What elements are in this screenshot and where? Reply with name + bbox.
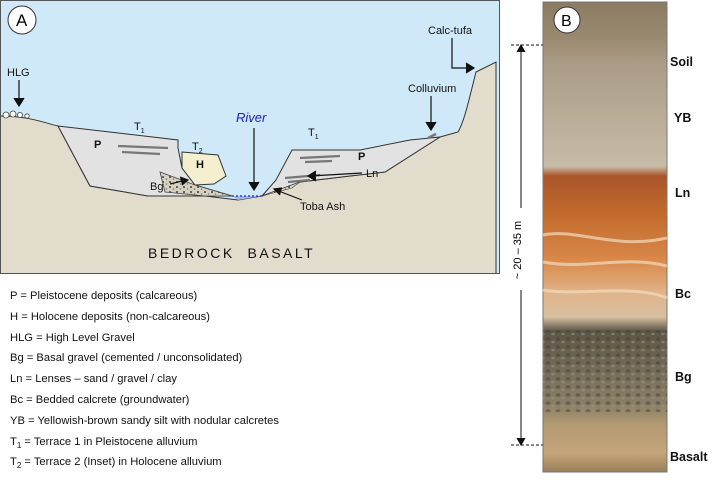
legend-item: T1 = Terrace 1 in Pleistocene alluvium <box>10 435 198 450</box>
layer-label-bc: Bc <box>675 287 691 301</box>
river-channel <box>232 196 262 200</box>
valley-cross-section: HLG Calc-tufa Colluvium River T1 T2 T1 P… <box>0 0 500 274</box>
legend-item: T2 = Terrace 2 (Inset) in Holocene alluv… <box>10 456 222 471</box>
panel-b-badge-letter: B <box>561 13 572 30</box>
toba-ash-label: Toba Ash <box>300 201 345 213</box>
layer-label-bg: Bg <box>675 370 692 384</box>
lenses-label: Ln <box>366 168 378 180</box>
legend-item: H = Holocene deposits (non-calcareous) <box>10 310 210 323</box>
holocene-deposit <box>181 151 227 186</box>
basal-gravel-label: Bg <box>150 181 163 193</box>
hlg-label: HLG <box>7 67 30 79</box>
colluvium-deposit <box>427 132 437 140</box>
calcrete-bands <box>542 232 668 300</box>
colluvium-label: Colluvium <box>408 83 456 95</box>
basal-gravel <box>159 171 233 197</box>
pleistocene-deposit-right <box>261 136 441 197</box>
thickness-label: ~ 20 – 35 m <box>512 221 524 279</box>
pleistocene-right-label: P <box>358 151 365 163</box>
lenses-left <box>117 144 169 156</box>
thickness-label-bg <box>516 208 526 290</box>
river-label: River <box>236 110 267 125</box>
holocene-label: H <box>196 159 204 171</box>
panel-a-frame <box>0 0 500 274</box>
pleistocene-left-label: P <box>94 139 101 151</box>
terrace-1-right-label: T1 <box>308 127 319 141</box>
terrace-1-left-label: T1 <box>134 121 145 135</box>
annotation-arrows <box>13 38 476 201</box>
legend-item: YB = Yellowish-brown sandy silt with nod… <box>10 414 279 427</box>
layer-label-ln: Ln <box>675 186 690 200</box>
panel-a-badge-letter: A <box>16 11 28 30</box>
panel-b-badge <box>553 6 581 34</box>
panel-a-badge <box>7 5 37 35</box>
high-level-gravel <box>2 110 30 119</box>
bedrock-basalt-label: BEDROCK BASALT <box>148 245 315 261</box>
section-photo-panel: B ~ 20 – 35 m Soil YB Ln Bc Bg Basalt <box>511 1 708 473</box>
legend-item: Bg = Basal gravel (cemented / unconsolid… <box>10 352 243 365</box>
layer-label-basalt: Basalt <box>670 450 708 464</box>
layer-label-yb: YB <box>674 111 691 125</box>
legend-item: Bc = Bedded calcrete (groundwater) <box>10 393 190 406</box>
legend: P = Pleistocene deposits (calcareous) H … <box>10 286 430 473</box>
legend-item: P = Pleistocene deposits (calcareous) <box>10 290 198 302</box>
legend-item: HLG = High Level Gravel <box>10 331 135 344</box>
lenses-right <box>284 154 341 184</box>
gravel-texture <box>543 330 667 412</box>
terrace-2-label: T2 <box>192 141 203 155</box>
calc-tufa-label: Calc-tufa <box>428 25 473 37</box>
legend-item: Ln = Lenses – sand / gravel / clay <box>10 373 177 386</box>
layer-label-soil: Soil <box>670 55 693 69</box>
